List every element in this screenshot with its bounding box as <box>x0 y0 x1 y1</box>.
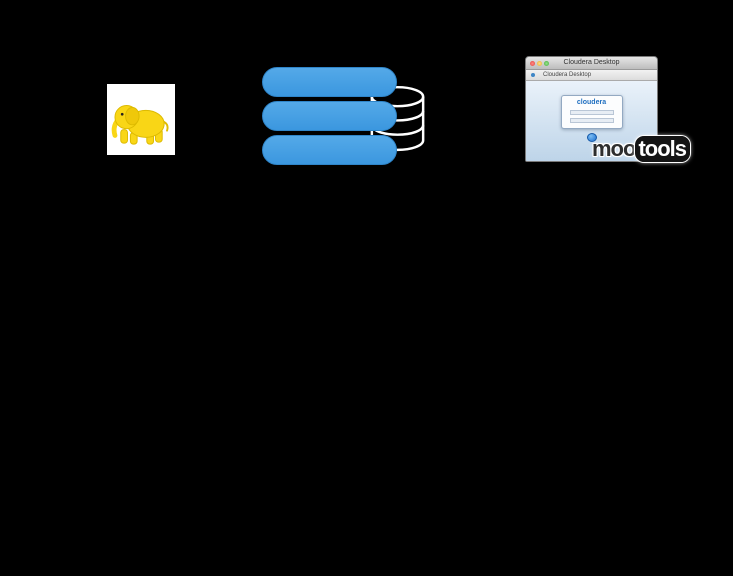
stack-bar <box>262 67 397 97</box>
browser-tabbar: Cloudera Desktop <box>526 70 657 81</box>
mootools-tools-text: tools <box>635 136 691 162</box>
zoom-window-icon <box>544 60 549 66</box>
stack-bar <box>262 135 397 165</box>
password-field <box>569 118 614 123</box>
tab-label: Cloudera Desktop <box>543 72 592 78</box>
tab-favicon-icon <box>531 73 535 77</box>
close-window-icon <box>530 60 535 66</box>
username-field <box>569 110 614 115</box>
mootools-moo-text: moo <box>592 136 636 161</box>
browser-titlebar: Cloudera Desktop <box>526 57 657 70</box>
cloudera-wordmark: cloudera <box>576 99 607 106</box>
hadoop-logo <box>107 84 175 155</box>
minimize-window-icon <box>537 60 542 66</box>
window-title: Cloudera Desktop <box>563 59 620 66</box>
login-button-icon <box>586 133 597 142</box>
database-stack <box>262 67 397 169</box>
window-traffic-lights <box>530 60 549 66</box>
login-dialog: cloudera <box>560 95 623 129</box>
stack-bar <box>262 101 397 131</box>
hadoop-elephant-icon <box>111 104 169 145</box>
browser-content: cloudera <box>526 81 657 161</box>
browser-window-screenshot: Cloudera Desktop Cloudera Desktop cloude… <box>525 56 658 162</box>
